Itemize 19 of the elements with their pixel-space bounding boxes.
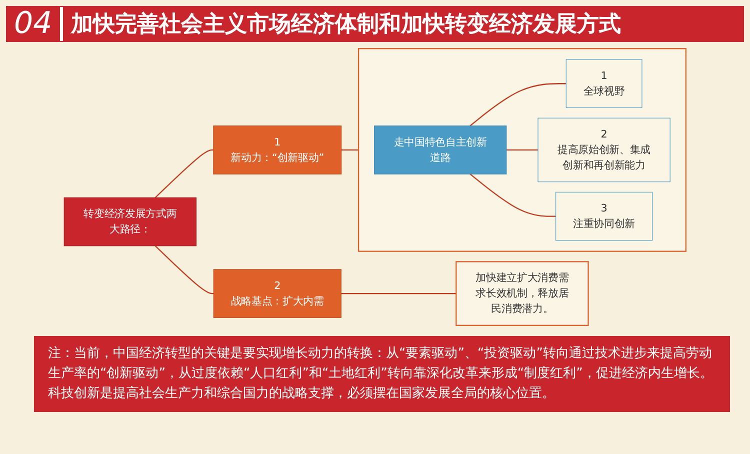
connector: [341, 149, 359, 151]
node-box: 走中国特色自主创新道路: [374, 126, 507, 174]
section-number: 04: [6, 7, 64, 41]
note-text: 注：当前，中国经济转型的关键是要实现增长动力的转换：从“要素驱动”、“投资驱动”转向通过技术进步来提高劳动生产率的“创新驱动”，从过度依赖“人口红利”和“土地红利”转向靠深化改革来形成“制度红利”，促进经济内生增长。科技创新是提高社会生产力和综合国力的战略支撑，必须摆在国家发展全局的核心位置。: [34, 336, 730, 412]
node-box: 3 注重协同创新: [556, 192, 653, 241]
connector: [470, 83, 566, 126]
connector: [154, 245, 214, 294]
connector: [506, 149, 538, 151]
node-box: 1 新动力：“创新驱动”: [213, 126, 342, 174]
node-box: 2 提高原始创新、集成创新和再创新能力: [538, 118, 670, 182]
title: 加快完善社会主义市场经济体制和加快转变经济发展方式: [70, 10, 622, 39]
node-box: 加快建立扩大消费需求长效机制，释放居民消费潜力。: [456, 261, 589, 326]
connector: [154, 149, 214, 198]
node-box: 2 战略基点：扩大内需: [213, 269, 342, 318]
node-box: 1 全球视野: [566, 59, 642, 108]
cluster: [358, 48, 686, 252]
connector: [341, 292, 456, 294]
node-box: 转变经济发展方式两大路径：: [64, 197, 196, 246]
connector: [470, 174, 556, 217]
